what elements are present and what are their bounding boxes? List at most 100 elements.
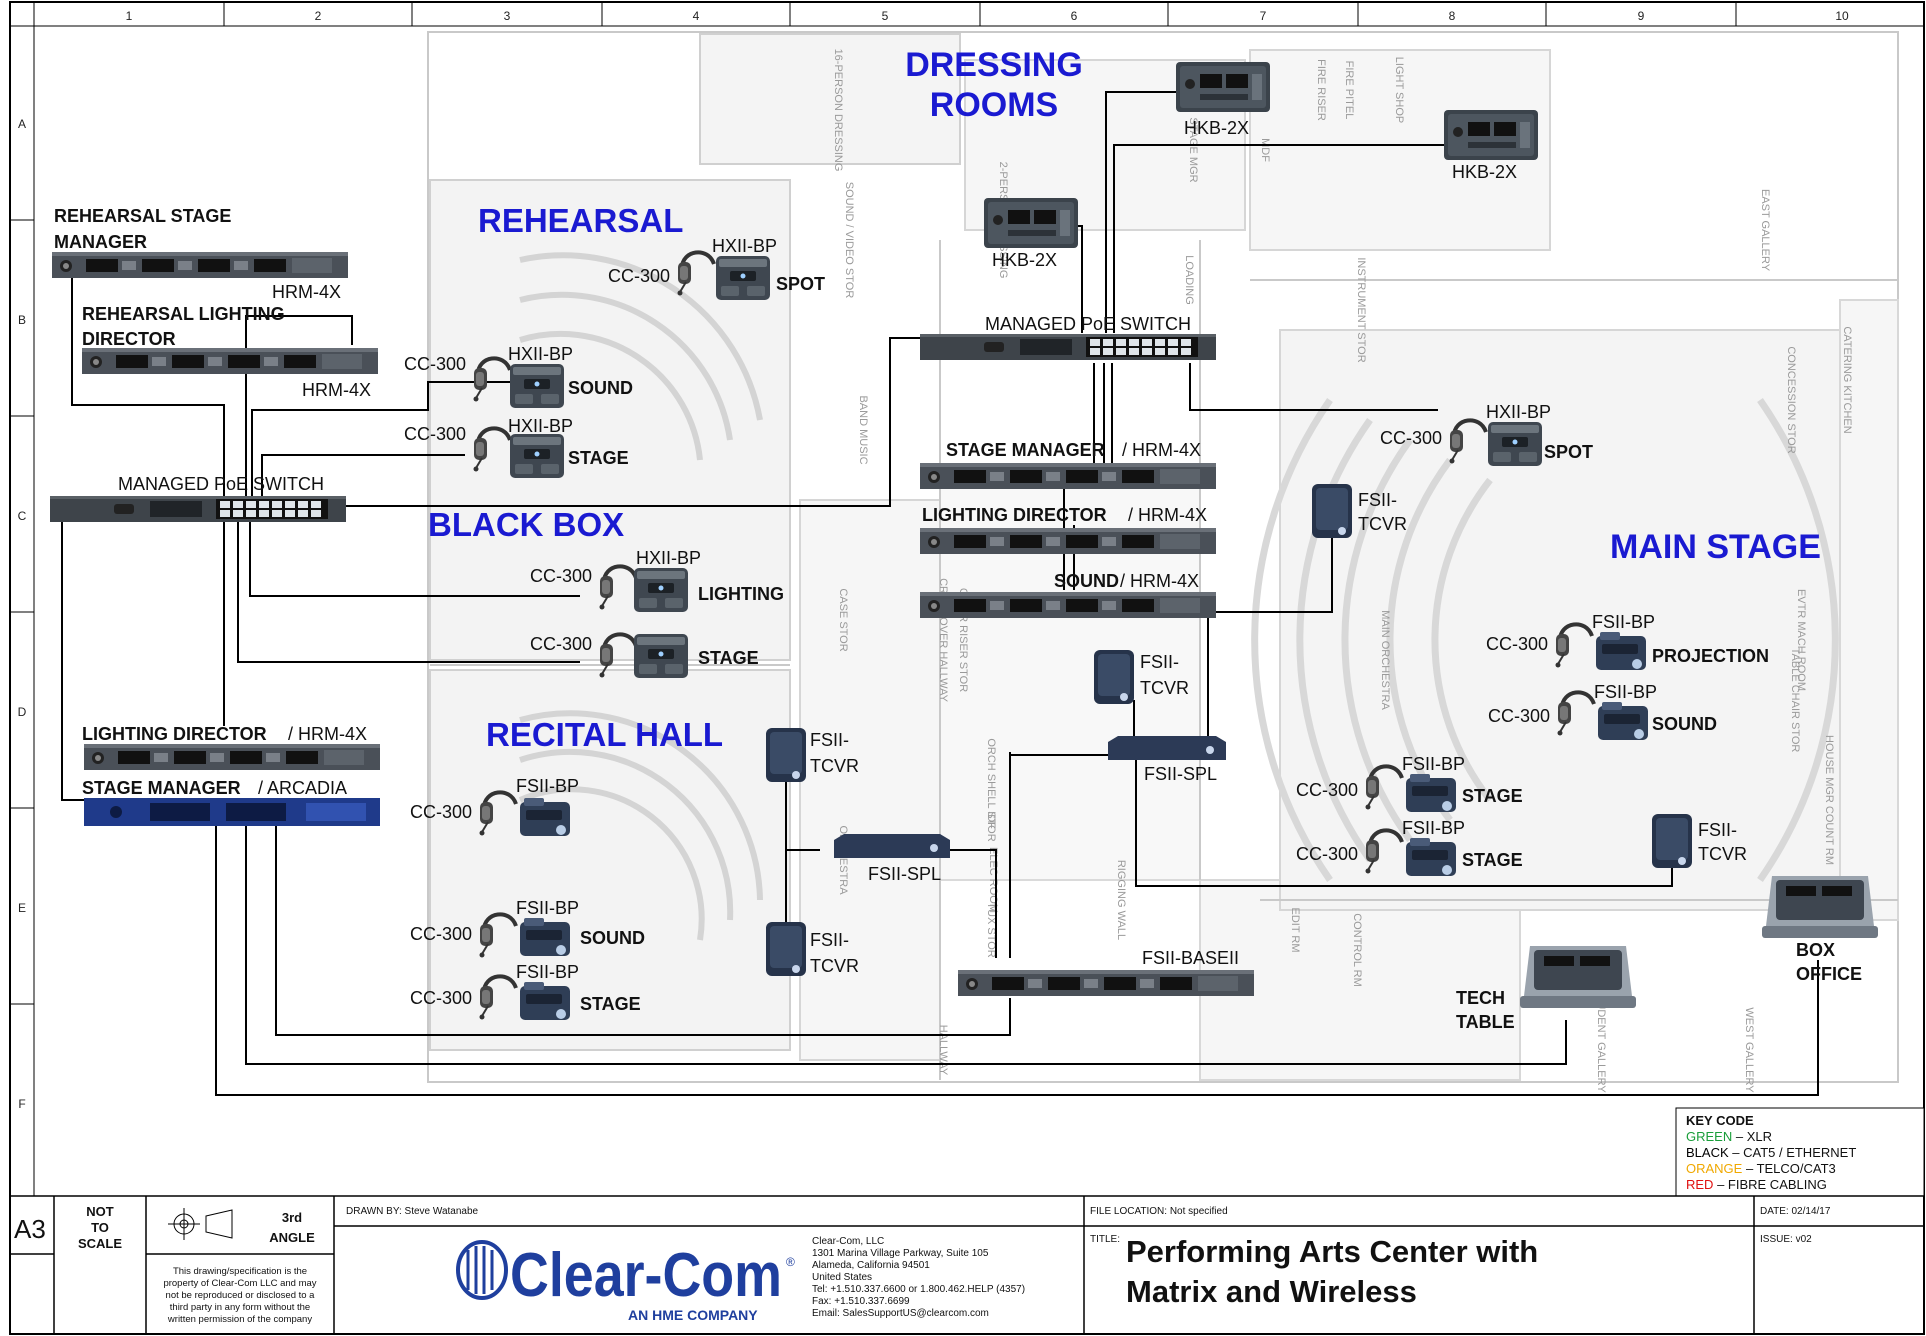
- sheet-size: A3: [14, 1214, 46, 1244]
- clear-com-logo: Clear-Com ® AN HME COMPANY: [456, 1240, 795, 1323]
- main-sound-beltpack: CC-300 FSII-BP SOUND: [1488, 682, 1717, 740]
- disclaimer-4: third party in any form without the: [170, 1302, 310, 1313]
- grid-col-7: 7: [1260, 9, 1267, 23]
- tcvr-label: FSII-: [810, 930, 849, 950]
- left-switch-label: MANAGED PoE SWITCH: [118, 474, 324, 494]
- not-to-scale-3: SCALE: [78, 1236, 122, 1251]
- room-label: CONTROL RM: [1351, 913, 1363, 987]
- disclaimer: This drawing/specification is the: [173, 1266, 307, 1277]
- cc300-label: CC-300: [530, 566, 592, 586]
- grid-columns: [223, 2, 1737, 26]
- key-title: KEY CODE: [1686, 1113, 1754, 1128]
- stage-label: STAGE: [698, 648, 759, 668]
- recital-sound-beltpack: CC-300 FSII-BP SOUND: [410, 898, 645, 960]
- stage-label: STAGE: [1462, 786, 1523, 806]
- hkb-keyset-3: HKB-2X: [984, 198, 1078, 270]
- address-7: Email: SalesSupportUS@clearcom.com: [812, 1308, 989, 1319]
- tcvr-label-2: TCVR: [1698, 844, 1747, 864]
- tcvr-label: FSII-: [1698, 820, 1737, 840]
- not-to-scale: NOT: [86, 1204, 114, 1219]
- room-label: INSTRUMENT STOR: [1355, 257, 1367, 362]
- room-label: CONCESSION STOR: [1785, 346, 1797, 453]
- title-label: TITLE:: [1090, 1234, 1120, 1245]
- cc300-label: CC-300: [1296, 780, 1358, 800]
- spot-label: SPOT: [776, 274, 825, 294]
- tcvr-label-2: TCVR: [1140, 678, 1189, 698]
- room-label: IDF: [985, 811, 997, 829]
- black-box-lighting-beltpack: CC-300 HXII-BP LIGHTING: [530, 548, 784, 612]
- drawing-title: Performing Arts Center with: [1126, 1234, 1538, 1269]
- main-stage-seating: [1251, 398, 1839, 882]
- third-angle-icon: [168, 1208, 233, 1240]
- tech-table-label: TECH: [1456, 988, 1505, 1008]
- spl-label: FSII-SPL: [868, 864, 941, 884]
- key-orange: ORANGE – TELCO/CAT3: [1686, 1161, 1836, 1176]
- room-label: HOUSE MGR COUNT RM: [1823, 735, 1835, 865]
- grid-col-6: 6: [1071, 9, 1078, 23]
- room-label: FIRE PITEL: [1343, 61, 1355, 120]
- reh-sm-model: HRM-4X: [272, 282, 341, 302]
- lighting-label: LIGHTING: [698, 584, 784, 604]
- fsii-bp-label: FSII-BP: [1402, 754, 1465, 774]
- recital-beltpack-1: CC-300 FSII-BP: [410, 776, 579, 838]
- sound-role: SOUND: [1054, 571, 1119, 591]
- disclaimer-5: written permission of the company: [167, 1314, 312, 1325]
- base-label: FSII-BASEII: [1142, 948, 1239, 968]
- splitter-recital: FSII-SPL: [834, 834, 950, 884]
- box-office-label: BOX: [1796, 940, 1835, 960]
- ld-model: / HRM-4X: [288, 724, 367, 744]
- cc300-label: CC-300: [404, 354, 466, 374]
- fsii-bp-label: FSII-BP: [1594, 682, 1657, 702]
- room-label: 16-PERSON DRESSING: [832, 49, 844, 172]
- rehearsal-stage-manager-panel: REHEARSAL STAGE MANAGER HRM-4X: [52, 206, 348, 302]
- grid-row-b: B: [18, 313, 26, 327]
- room-label: STUDENT GALLERY: [1595, 987, 1607, 1093]
- grid-col-2: 2: [315, 9, 322, 23]
- grid-col-8: 8: [1449, 9, 1456, 23]
- drawing-frame: [9, 1, 1925, 1335]
- rehearsal-sound-beltpack: CC-300 HXII-BP SOUND: [404, 344, 633, 408]
- angle-label: 3rd: [282, 1210, 302, 1225]
- cc300-label: CC-300: [404, 424, 466, 444]
- fsii-base-station: FSII-BASEII: [958, 948, 1254, 996]
- drawing-title-2: Matrix and Wireless: [1126, 1274, 1417, 1309]
- hkb-1-label: HKB-2X: [1184, 118, 1249, 138]
- area-recital-hall: RECITAL HALL: [486, 716, 723, 753]
- hkb-keyset-2: HKB-2X: [1444, 110, 1538, 182]
- main-stage-beltpack-1: CC-300 FSII-BP STAGE: [1296, 754, 1523, 812]
- address-3: Alameda, California 94501: [812, 1260, 930, 1271]
- tech-table-station: TECH TABLE: [1456, 946, 1636, 1032]
- splitter-center: FSII-SPL: [1108, 736, 1226, 784]
- tcvr-main-right: FSII- TCVR: [1652, 814, 1747, 868]
- tcvr-label-2: TCVR: [810, 756, 859, 776]
- hxii-label: HXII-BP: [508, 416, 573, 436]
- room-label: MAIN ORCHESTRA: [1379, 610, 1391, 710]
- title-block: [10, 1195, 1924, 1334]
- cc300-label: CC-300: [410, 988, 472, 1008]
- grid-col-1: 1: [126, 9, 133, 23]
- drawn-by: DRAWN BY: Steve Watanabe: [346, 1206, 479, 1217]
- hkb-2-label: HKB-2X: [1452, 162, 1517, 182]
- angle-label-2: ANGLE: [269, 1230, 315, 1245]
- sound-label: SOUND: [580, 928, 645, 948]
- grid-row-a: A: [18, 117, 26, 131]
- reh-ld-model: HRM-4X: [302, 380, 371, 400]
- lighting-director-main-hrm: LIGHTING DIRECTOR / HRM-4X: [920, 505, 1216, 554]
- room-label: FIRE RISER: [1315, 59, 1327, 121]
- room-label: MDF: [1259, 138, 1271, 162]
- rehearsal-lighting-director-panel: REHEARSAL LIGHTING DIRECTOR HRM-4X: [82, 304, 378, 400]
- tcvr-label-2: TCVR: [1358, 514, 1407, 534]
- room-label: LIGHT SHOP: [1393, 57, 1405, 123]
- room-label: WEST GALLERY: [1743, 1007, 1755, 1093]
- center-poe-switch: MANAGED PoE SWITCH: [920, 314, 1216, 360]
- hxii-label: HXII-BP: [508, 344, 573, 364]
- room-label: LOADING: [1183, 255, 1195, 305]
- logo-registered: ®: [786, 1255, 795, 1269]
- logo-subtitle: AN HME COMPANY: [628, 1307, 758, 1323]
- center-switch-label: MANAGED PoE SWITCH: [985, 314, 1191, 334]
- sound-label: SOUND: [1652, 714, 1717, 734]
- tcvr-label-2: TCVR: [810, 956, 859, 976]
- cc300-label: CC-300: [530, 634, 592, 654]
- cc300-label: CC-300: [1296, 844, 1358, 864]
- area-dressing-rooms: DRESSING: [905, 46, 1083, 84]
